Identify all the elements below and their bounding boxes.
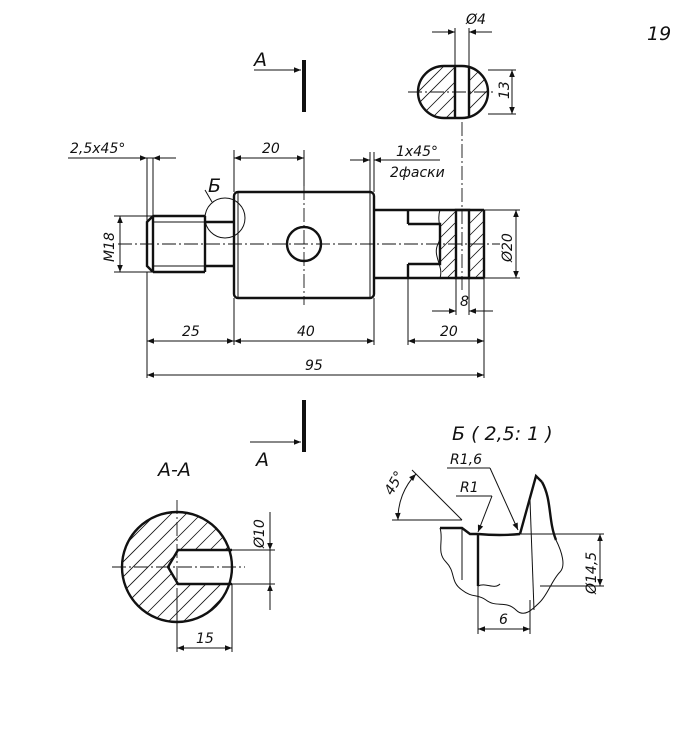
section-arrow-top <box>254 60 306 112</box>
section-arrow-top-label: А <box>252 49 267 71</box>
section-aa-depth: 15 <box>196 631 214 647</box>
detail-b-r-outer: R1,6 <box>450 452 482 468</box>
dim-left-length: 25 <box>182 324 200 340</box>
detail-b-diameter: Ø14,5 <box>584 552 600 595</box>
dim-middle-length: 40 <box>297 324 315 340</box>
section-arrow-bottom-label: А <box>254 449 269 471</box>
dim-top-length: 20 <box>262 141 280 157</box>
dim-diameter-right: Ø20 <box>500 233 516 263</box>
dim-chamfer-left: 2,5x45° <box>70 141 125 157</box>
detail-b-title: Б ( 2,5: 1 ) <box>452 423 553 445</box>
dim-slot-width: 8 <box>460 294 469 310</box>
detail-callout-label: Б <box>208 175 221 197</box>
dim-chamfer-right-note: 2фаски <box>390 165 445 181</box>
section-arrow-bottom <box>250 400 306 452</box>
detail-b-angle: 45° <box>382 468 408 498</box>
detail-b-width: 6 <box>499 612 508 628</box>
top-section-hole: Ø4 <box>465 12 486 28</box>
main-view <box>118 100 500 305</box>
page-number: 19 <box>647 23 671 45</box>
dim-total-length: 95 <box>305 358 323 374</box>
detail-b-view <box>392 467 604 634</box>
dim-thread: M18 <box>102 232 118 262</box>
section-aa-hole: Ø10 <box>252 519 268 549</box>
section-aa-view <box>112 500 275 652</box>
main-view-dimensions <box>68 150 520 378</box>
section-aa-title: А-А <box>156 459 191 481</box>
top-section-view <box>408 28 516 120</box>
dim-chamfer-right: 1x45° <box>396 144 438 160</box>
top-section-height: 13 <box>497 81 513 99</box>
detail-b-r-inner: R1 <box>460 480 479 496</box>
dim-right-length: 20 <box>440 324 458 340</box>
